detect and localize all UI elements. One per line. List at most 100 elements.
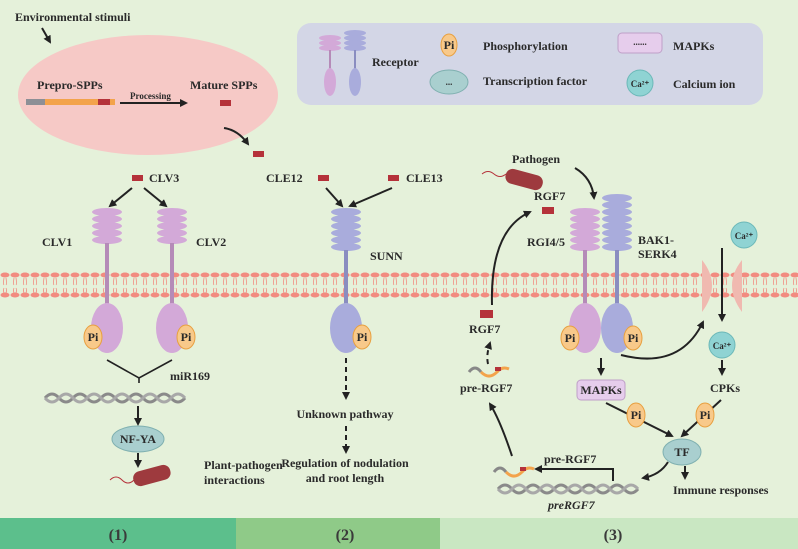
prepro-spp-gene xyxy=(26,99,115,105)
bak1-pi-icon xyxy=(623,325,643,351)
footer-label-1: (1) xyxy=(109,527,128,544)
calcium-bottom-icon xyxy=(708,331,736,359)
legend-receptor-label: Receptor xyxy=(372,55,419,69)
rgi-pi-icon xyxy=(560,325,580,351)
merge-lines xyxy=(106,359,173,383)
outcome1-line1: Plant-pathogen xyxy=(204,458,283,472)
footer-section-3 xyxy=(440,518,798,549)
mapks-label: MAPKs xyxy=(580,383,622,397)
clv3-to-clv1-arrow xyxy=(108,187,133,208)
rgi-pi-text: Pi xyxy=(565,331,576,345)
mir169-label: miR169 xyxy=(170,369,210,383)
cpks-pi-text: Pi xyxy=(700,408,711,422)
calcium-bottom-text: Ca²⁺ xyxy=(713,341,732,351)
rgf7-left-label: RGF7 xyxy=(469,322,500,336)
bak1-pi-text: Pi xyxy=(628,331,639,345)
nfya-ellipse xyxy=(111,425,165,453)
sunn-pi-text: Pi xyxy=(357,330,368,344)
footer-label-3: (3) xyxy=(604,527,623,544)
legend-calcium-ion-label: Calcium ion xyxy=(673,77,736,91)
pathogen3-icon xyxy=(481,168,543,191)
clv3-to-clv2-arrow xyxy=(143,187,168,208)
legend-tf-dots: ... xyxy=(446,77,453,87)
legend-pi-text: Pi xyxy=(444,38,455,52)
clv2-label: CLV2 xyxy=(196,235,226,249)
legend-pi-icon xyxy=(440,33,458,57)
rgf7-top-label: RGF7 xyxy=(534,189,565,203)
clv2-pi-icon xyxy=(176,324,196,350)
cle13-arrow xyxy=(348,187,393,208)
pre-rgf7-to-rgf7-arrow xyxy=(484,341,492,365)
legend-calcium-icon xyxy=(626,69,654,97)
cle13-peptide xyxy=(388,175,399,181)
transcript-to-pre-rgf7-arrow xyxy=(488,402,513,457)
cle12-arrow xyxy=(325,187,344,208)
pre-rgf7-transcript-label: pre-RGF7 xyxy=(544,452,596,466)
legend-mapks-label: MAPKs xyxy=(673,39,715,53)
pathogen-icon xyxy=(109,464,171,487)
cpks-label: CPKs xyxy=(710,381,740,395)
legend-calcium-text: Ca²⁺ xyxy=(631,79,650,89)
rgf7-top-peptide xyxy=(542,207,554,214)
footer-section-2 xyxy=(236,518,440,549)
pre-rgf7-left-label: pre-RGF7 xyxy=(460,381,512,395)
legend-mapks-dots: ...... xyxy=(633,37,647,47)
rgf7-left-peptide xyxy=(480,310,493,318)
rgf7-secretion-arrow xyxy=(490,210,532,306)
legend-receptor-icon xyxy=(319,30,366,96)
outcome2-line2: and root length xyxy=(306,471,385,485)
tf-label: TF xyxy=(674,445,689,459)
clv1-label: CLV1 xyxy=(42,235,72,249)
legend-phosphorylation-label: Phosphorylation xyxy=(483,39,568,53)
processing-label: Processing xyxy=(130,91,171,101)
mature-spps-label: Mature SPPs xyxy=(190,78,258,92)
mapks-pi-icon xyxy=(626,402,646,428)
bak1-label-line2: SERK4 xyxy=(638,247,677,261)
cpks-pi-icon xyxy=(695,402,715,428)
legend: Receptor Pi Phosphorylation ... Transcri… xyxy=(297,23,763,105)
clv1-pi-text: Pi xyxy=(88,330,99,344)
mapks-box xyxy=(576,379,626,401)
tf-ellipse xyxy=(662,438,702,466)
mapks-pi-text: Pi xyxy=(631,408,642,422)
legend-transcription-factor-label: Transcription factor xyxy=(483,74,588,88)
stimuli-arrow xyxy=(41,27,51,44)
cle12-label: CLE12 xyxy=(266,171,303,185)
tf-to-gene-arrow xyxy=(641,461,669,481)
prepro-spps-label: Prepro-SPPs xyxy=(37,78,103,92)
legend-tf-icon xyxy=(429,69,469,95)
cle13-label: CLE13 xyxy=(406,171,443,185)
clv3-label: CLV3 xyxy=(149,171,179,185)
sunn-label: SUNN xyxy=(370,249,403,263)
secretion-arrow xyxy=(223,127,250,146)
footer-section-1 xyxy=(0,518,236,549)
immune-responses-label: Immune responses xyxy=(673,483,769,497)
pathogen-label: Pathogen xyxy=(512,152,560,166)
mature-spp-peptide xyxy=(220,100,231,106)
calcium-channel xyxy=(702,260,742,312)
legend-mapks-icon xyxy=(617,32,663,54)
unknown-pathway-label: Unknown pathway xyxy=(296,407,393,421)
pathogen-arrow xyxy=(574,167,598,200)
transcription-arrow xyxy=(534,465,614,481)
calcium-top-text: Ca²⁺ xyxy=(735,231,754,241)
cle12-peptide xyxy=(318,175,329,181)
bak1-label-line1: BAK1- xyxy=(638,233,674,247)
footer-label-2: (2) xyxy=(336,527,355,544)
calcium-top-icon xyxy=(730,221,758,249)
sunn-pi-icon xyxy=(352,324,372,350)
prergf7-gene-label: preRGF7 xyxy=(547,498,596,512)
clv3-peptide xyxy=(132,175,143,181)
clv1-pi-icon xyxy=(83,324,103,350)
secreted-peptide xyxy=(253,151,264,157)
outcome1-line2: interactions xyxy=(204,473,265,487)
outcome2-line1: Regulation of nodulation xyxy=(281,456,409,470)
rgi45-label: RGI4/5 xyxy=(527,235,565,249)
cell-ellipse xyxy=(18,35,278,155)
clv1-receptor xyxy=(91,208,123,353)
bak1-to-channel-arrow xyxy=(620,320,705,360)
clv2-pi-text: Pi xyxy=(181,330,192,344)
plasma-membrane xyxy=(0,270,798,300)
environmental-stimuli-label: Environmental stimuli xyxy=(15,10,131,24)
